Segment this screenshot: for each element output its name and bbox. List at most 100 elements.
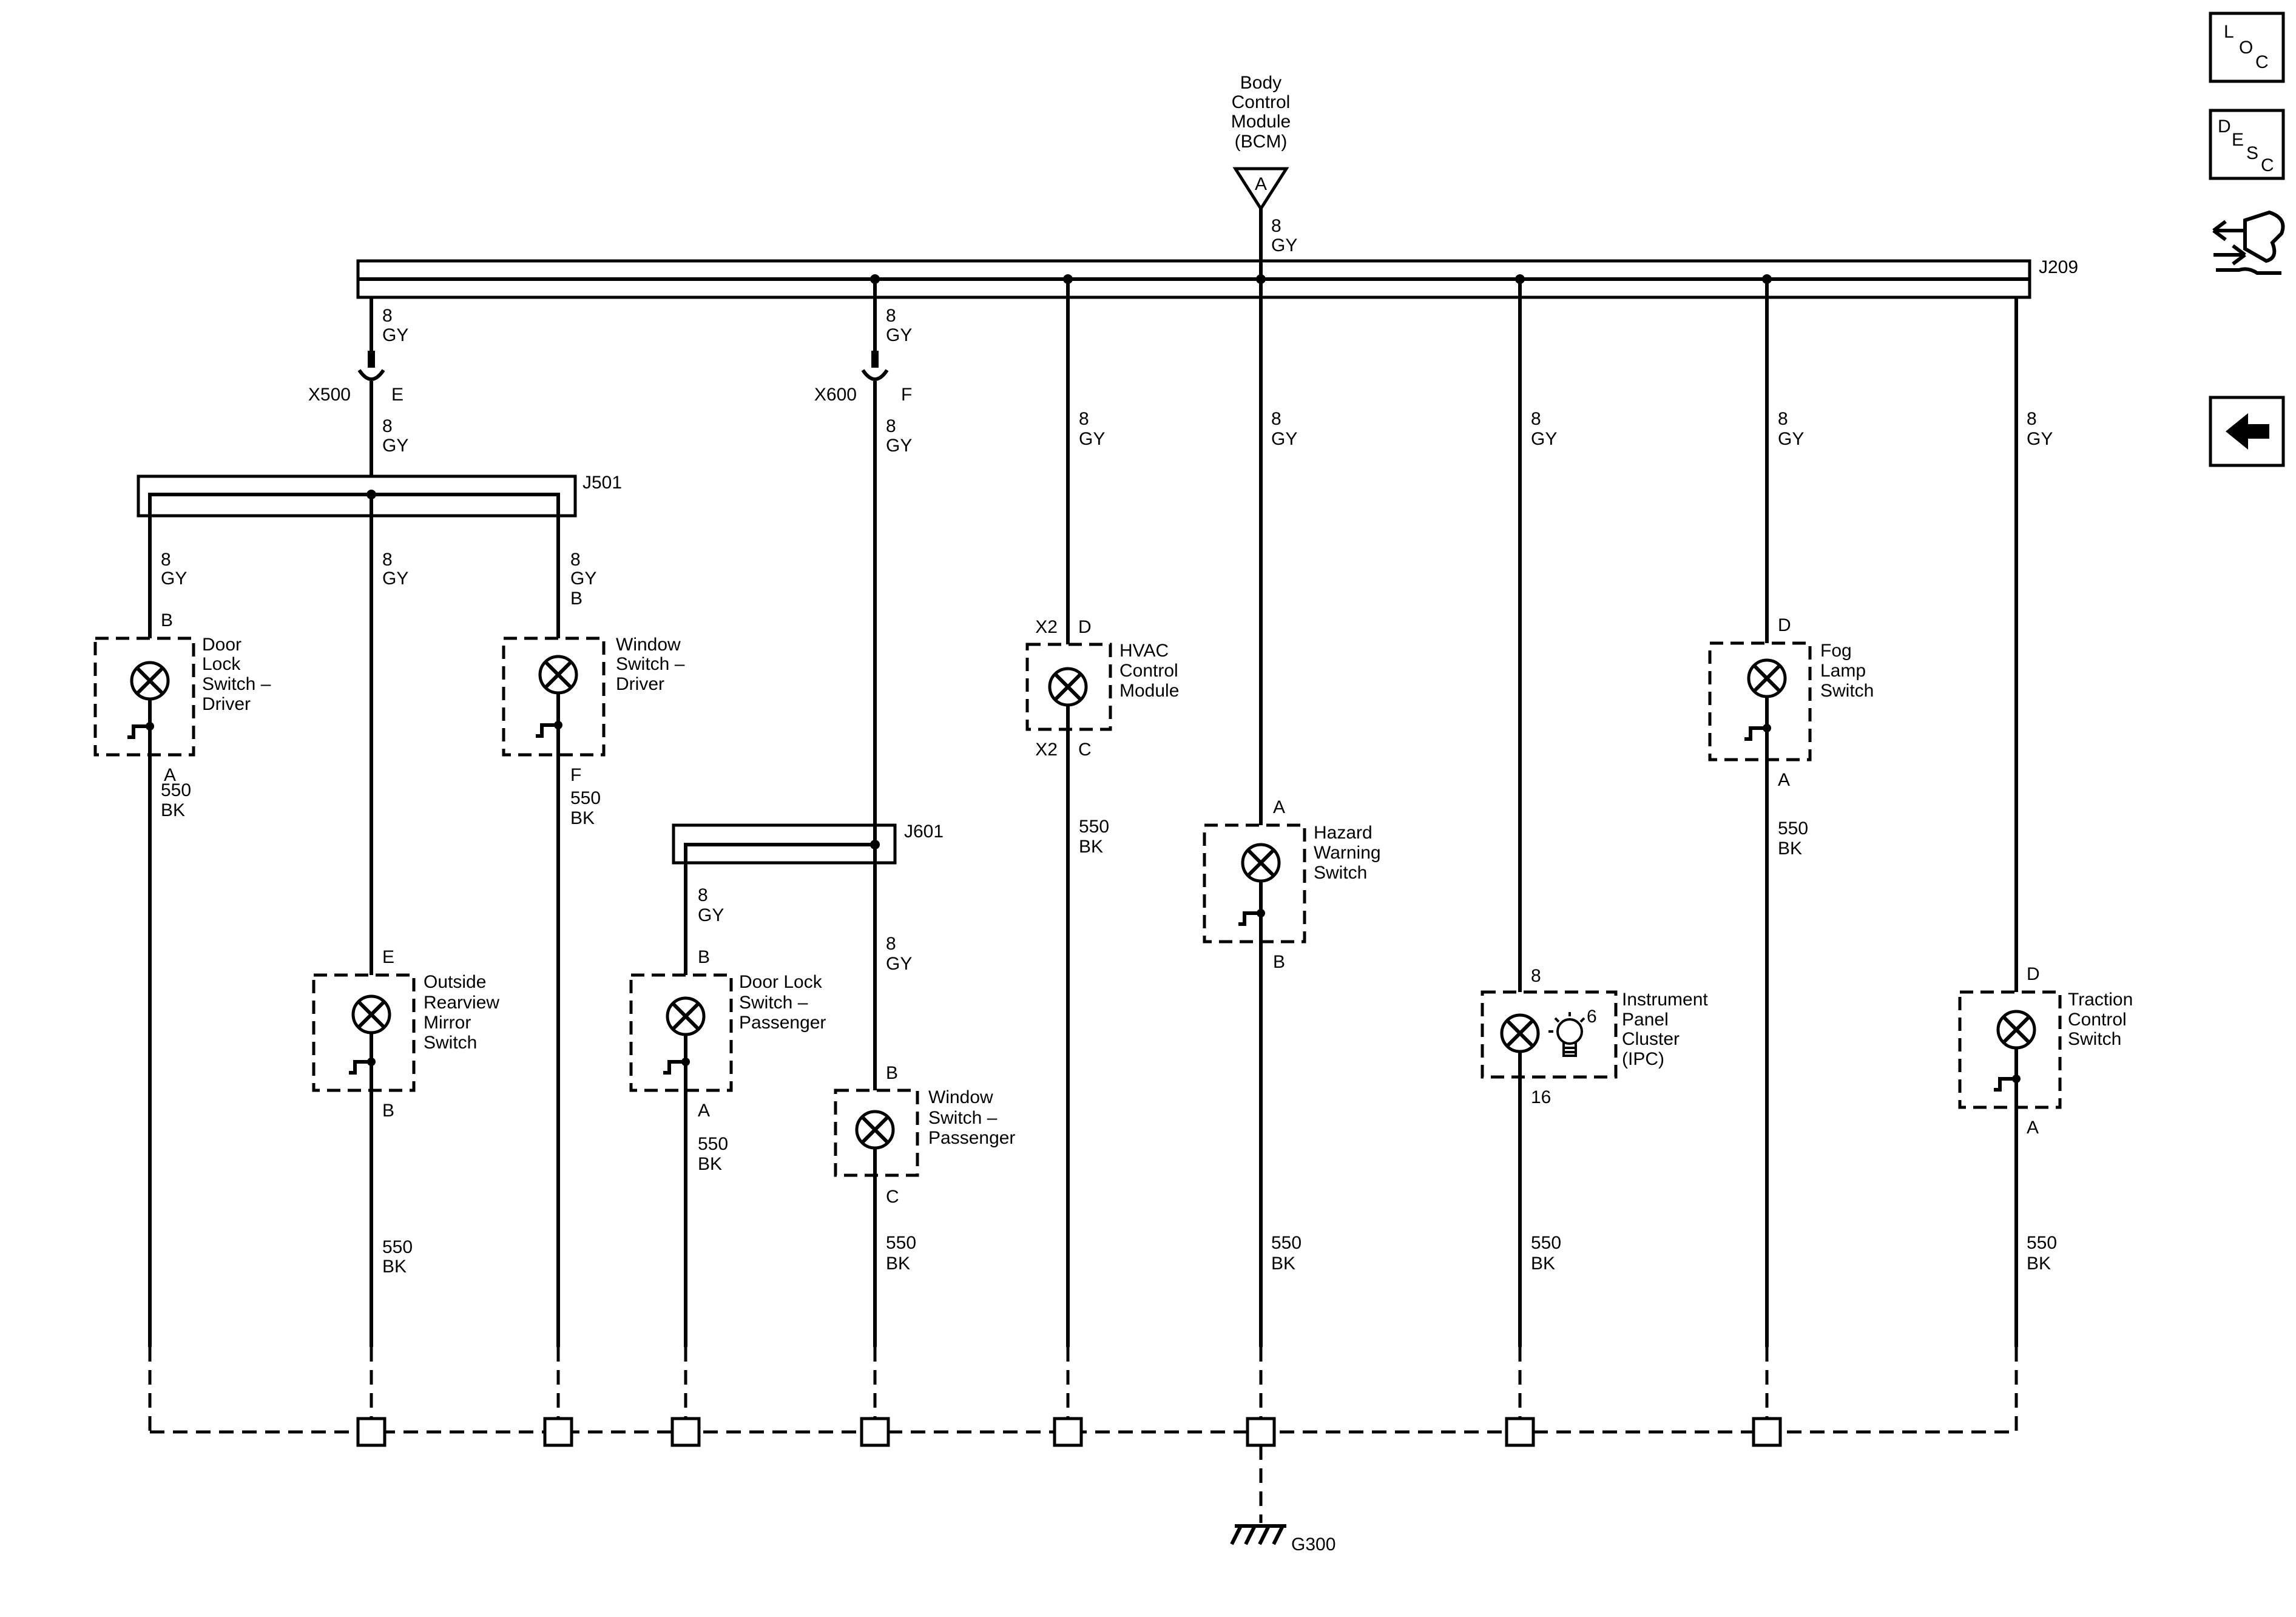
- bcm-name-line-4: (BCM): [1235, 132, 1288, 152]
- wire-size: 8: [1271, 409, 1281, 429]
- ground-label: G300: [1291, 1534, 1335, 1555]
- pin-label: 16: [1531, 1087, 1551, 1107]
- wire-size: 8: [1778, 409, 1788, 429]
- component-name-line-3: Passenger: [739, 1013, 826, 1033]
- component-name-line-3: Driver: [616, 674, 664, 694]
- wire-size: 8: [382, 416, 393, 436]
- wire-color: GY: [1271, 429, 1297, 449]
- wire-color: BK: [2027, 1254, 2051, 1274]
- x600-pin-label: F: [901, 385, 912, 405]
- desc-letter-1: D: [2218, 116, 2231, 137]
- wire-size: 8: [886, 934, 896, 954]
- component-name-line-3: Switch: [2068, 1029, 2121, 1049]
- x600-name: X600: [814, 385, 857, 405]
- splice-j601-bar: [684, 843, 875, 863]
- ground-terminal: [670, 1417, 701, 1447]
- component-name-line-1: Instrument: [1622, 990, 1708, 1010]
- component-box: [93, 636, 195, 757]
- back-arrow-icon: [2226, 413, 2269, 450]
- wire-color: GY: [1079, 429, 1105, 449]
- wire-size: 8: [382, 550, 393, 570]
- desc-button[interactable]: D E S C: [2209, 109, 2285, 180]
- pin-label: A: [1273, 797, 1285, 817]
- x600-connector-symbol: [861, 369, 889, 381]
- ground-terminal: [543, 1417, 573, 1447]
- pin-label: C: [1078, 740, 1092, 760]
- component-name-line-4: Switch: [424, 1033, 477, 1053]
- ground-terminal: [1505, 1417, 1535, 1447]
- component-name-line-1: Window: [616, 635, 681, 655]
- wire-size: 550: [382, 1237, 413, 1257]
- wire-size: 8: [1531, 409, 1541, 429]
- component-name-line-1: Hazard: [1314, 823, 1373, 843]
- component-name-line-2: Control: [2068, 1010, 2127, 1030]
- door-lock-switch-passenger: Door Lock Switch – Passenger: [629, 972, 826, 1092]
- splice-j601-label: J601: [904, 822, 944, 842]
- wire-color: GY: [886, 436, 912, 456]
- component-name-line-3: Switch: [1314, 863, 1367, 883]
- wire-color: GY: [382, 569, 408, 589]
- connector-wrench-icon[interactable]: [2207, 200, 2289, 282]
- wire-color: GY: [2027, 429, 2053, 449]
- wire-size: 8: [886, 306, 896, 326]
- switch-icon: [536, 723, 558, 738]
- wire-color: BK: [886, 1254, 910, 1274]
- pin-label: B: [570, 589, 582, 609]
- bcm-wire-color: GY: [1271, 235, 1297, 255]
- pin-label: A: [698, 1101, 710, 1121]
- ground-icon: [1230, 1524, 1286, 1545]
- pin-label: D: [1778, 615, 1791, 635]
- wire-color: BK: [1079, 837, 1103, 857]
- wire-color: GY: [1778, 429, 1804, 449]
- component-name-line-1: HVAC: [1119, 641, 1169, 661]
- bcm-label: Body Control Module (BCM): [1231, 73, 1291, 152]
- component-name-line-2: Switch –: [739, 993, 808, 1013]
- component-name-line-3: Switch: [1820, 681, 1874, 701]
- x500-pin-label: E: [391, 385, 403, 405]
- fog-lamp-switch: Fog Lamp Switch: [1708, 641, 1874, 761]
- component-name-line-4: Driver: [202, 694, 251, 714]
- splice-j501-outline: [137, 474, 577, 518]
- x500-connector-symbol: [357, 369, 385, 381]
- wire-size: 550: [698, 1134, 728, 1154]
- component-name-line-1: Door: [202, 635, 241, 655]
- back-button[interactable]: [2209, 396, 2285, 467]
- loc-letter-1: L: [2224, 22, 2234, 42]
- x500-pin: [368, 351, 375, 368]
- wire-size: 8: [1079, 409, 1089, 429]
- component-name-line-2: Switch –: [928, 1108, 998, 1128]
- component-box: [502, 636, 606, 757]
- ipc-aux-pin: 6: [1587, 1007, 1597, 1027]
- component-name-line-1: Window: [928, 1087, 993, 1107]
- window-switch-passenger: Window Switch – Passenger: [834, 1087, 1015, 1177]
- door-lock-switch-driver: Door Lock Switch – Driver: [93, 635, 271, 757]
- pin-label: B: [1273, 952, 1285, 972]
- x500-name: X500: [308, 385, 351, 405]
- bcm-connector-symbol: [1232, 167, 1289, 212]
- loc-letter-3: C: [2255, 52, 2269, 72]
- wire-size: 550: [1531, 1233, 1561, 1253]
- switch-icon: [349, 1060, 371, 1075]
- switch-icon: [1238, 911, 1261, 926]
- wire-color: GY: [698, 905, 724, 925]
- pin-label: D: [1078, 617, 1092, 637]
- switch-icon: [127, 724, 150, 739]
- pin-label: 8: [1531, 966, 1541, 986]
- ground-bus: [148, 1347, 2018, 1523]
- hvac-connector-top: X2: [1035, 617, 1058, 637]
- component-box: [1481, 990, 1618, 1079]
- splice-j209-label: J209: [2039, 257, 2078, 277]
- hvac-control-module: HVAC Control Module: [1025, 641, 1179, 731]
- wire-color: GY: [1531, 429, 1557, 449]
- splice-j501-label: J501: [582, 473, 622, 493]
- pin-label: E: [382, 947, 394, 967]
- pin-label: B: [698, 947, 710, 967]
- traction-control-switch: Traction Control Switch: [1958, 990, 2133, 1109]
- component-name-line-3: Module: [1119, 681, 1179, 701]
- wire-color: BK: [570, 808, 595, 828]
- switch-icon: [1744, 726, 1767, 741]
- wire-size: 8: [698, 885, 708, 905]
- desc-letter-2: E: [2232, 130, 2244, 150]
- pin-label: B: [382, 1101, 394, 1121]
- loc-button[interactable]: L O C: [2209, 12, 2285, 83]
